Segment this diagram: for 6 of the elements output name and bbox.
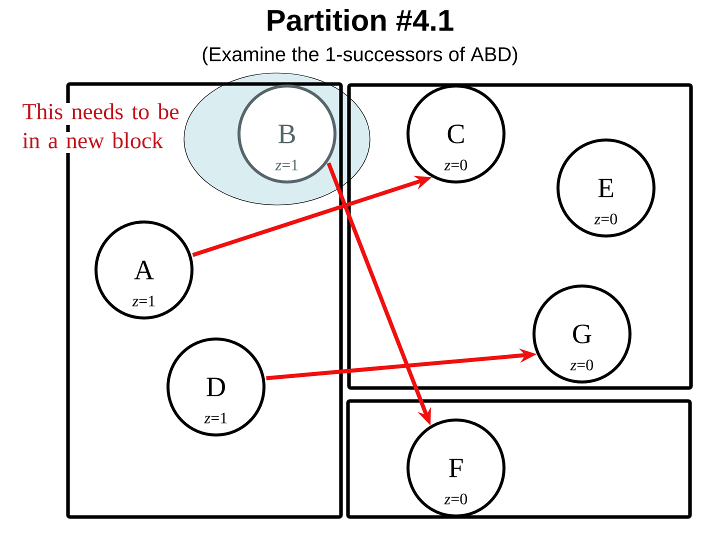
- block-box: [347, 83, 693, 390]
- title: Partition #4.1: [268, 8, 454, 32]
- subtitle: (Examine the 1-successors of ABD): [202, 46, 518, 66]
- block-box: [346, 399, 692, 519]
- block-box: [66, 82, 343, 519]
- note-text: This needs to be in a new block: [22, 103, 179, 148]
